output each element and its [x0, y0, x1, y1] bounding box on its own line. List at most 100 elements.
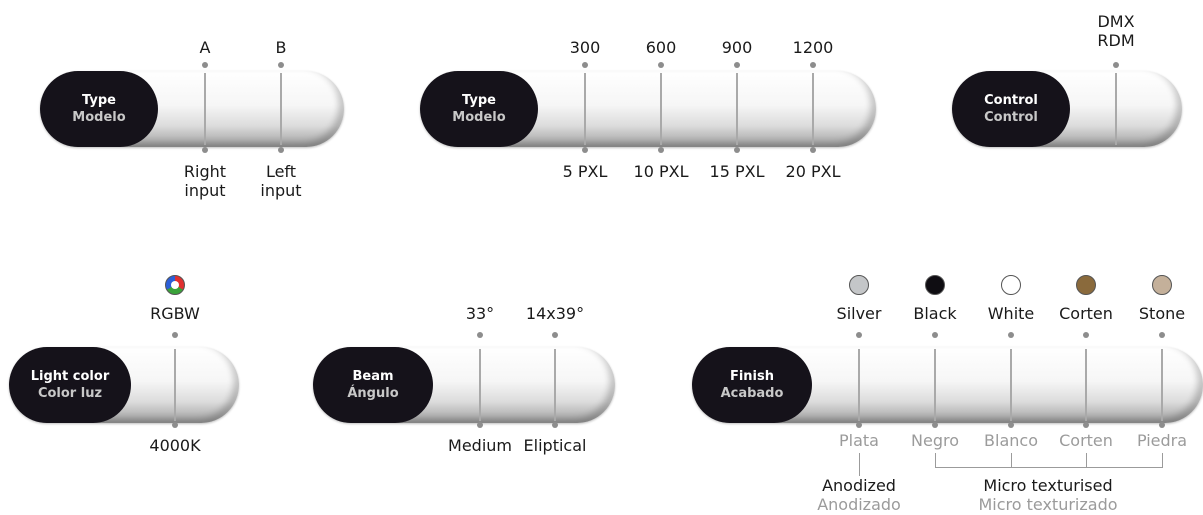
type-ab-divider	[204, 73, 206, 145]
marker-dot	[810, 62, 816, 68]
type-length-divider	[812, 73, 814, 145]
marker-dot	[582, 62, 588, 68]
marker-dot	[172, 332, 178, 338]
type-length-label-cap: Type Modelo	[420, 71, 538, 147]
black-swatch	[925, 275, 945, 295]
type-ab-label-cap: Type Modelo	[40, 71, 158, 147]
finish-divider	[934, 349, 936, 421]
marker-dot	[1008, 422, 1014, 428]
type-ab-divider	[280, 73, 282, 145]
marker-dot	[932, 332, 938, 338]
beam-subtitle: Ángulo	[347, 386, 399, 401]
micro-texturised-connector	[1011, 453, 1012, 468]
option-label-eliptical: Eliptical	[523, 436, 587, 455]
marker-dot	[1159, 332, 1165, 338]
control-subtitle: Control	[984, 110, 1038, 125]
group-label-anodizado: Anodizado	[815, 495, 903, 514]
marker-dot	[278, 147, 284, 153]
finish-divider	[1085, 349, 1087, 421]
option-label-corten-es: Corten	[1059, 431, 1113, 450]
option-label-14x39-degrees: 14x39°	[525, 304, 585, 323]
option-label-a: A	[199, 38, 211, 57]
beam-title: Beam	[352, 369, 394, 384]
option-label-dmx-rdm: DMX RDM	[1097, 12, 1135, 50]
beam-bar	[313, 347, 615, 423]
type-ab-subtitle: Modelo	[72, 110, 126, 125]
option-label-900: 900	[721, 38, 753, 57]
option-label-medium: Medium	[448, 436, 512, 455]
group-label-micro-texturizado: Micro texturizado	[978, 495, 1118, 514]
white-swatch	[1001, 275, 1021, 295]
corten-swatch	[1076, 275, 1096, 295]
control-label-cap: Control Control	[952, 71, 1070, 147]
option-label-4000k: 4000K	[149, 436, 201, 455]
light-color-label-cap: Light color Color luz	[9, 347, 131, 423]
micro-texturised-bracket	[935, 453, 1163, 468]
light-color-divider	[174, 349, 176, 421]
marker-dot	[658, 147, 664, 153]
type-length-title: Type	[462, 93, 496, 108]
marker-dot	[582, 147, 588, 153]
micro-texturised-connector	[1086, 453, 1087, 468]
option-label-plata: Plata	[839, 431, 879, 450]
type-ab-bar	[40, 71, 344, 147]
finish-divider	[1010, 349, 1012, 421]
option-label-silver: Silver	[836, 304, 882, 323]
light-color-bar	[9, 347, 239, 423]
control-title: Control	[984, 93, 1038, 108]
marker-dot	[932, 422, 938, 428]
option-label-600: 600	[645, 38, 677, 57]
marker-dot	[658, 62, 664, 68]
finish-subtitle: Acabado	[720, 386, 784, 401]
marker-dot	[1008, 332, 1014, 338]
beam-divider	[554, 349, 556, 421]
option-label-right-input: Right input	[183, 162, 227, 200]
anodized-connector	[859, 453, 860, 499]
marker-dot	[856, 332, 862, 338]
option-label-300: 300	[569, 38, 601, 57]
option-label-white: White	[987, 304, 1035, 323]
marker-dot	[552, 422, 558, 428]
option-label-corten: Corten	[1059, 304, 1113, 323]
option-label-black: Black	[913, 304, 957, 323]
option-label-left-input: Left input	[260, 162, 302, 200]
marker-dot	[1083, 332, 1089, 338]
marker-dot	[202, 62, 208, 68]
option-label-b: B	[275, 38, 287, 57]
marker-dot	[734, 62, 740, 68]
marker-dot	[278, 62, 284, 68]
option-label-rgbw: RGBW	[150, 304, 200, 323]
beam-divider	[479, 349, 481, 421]
marker-dot	[1159, 422, 1165, 428]
control-divider	[1115, 73, 1117, 145]
finish-bar	[692, 347, 1203, 423]
type-length-bar	[420, 71, 876, 147]
marker-dot	[477, 332, 483, 338]
option-label-blanco: Blanco	[984, 431, 1038, 450]
type-length-divider	[584, 73, 586, 145]
silver-swatch	[849, 275, 869, 295]
type-length-divider	[660, 73, 662, 145]
finish-label-cap: Finish Acabado	[692, 347, 812, 423]
light-color-title: Light color	[30, 369, 110, 384]
option-label-1200: 1200	[792, 38, 834, 57]
type-ab-title: Type	[82, 93, 116, 108]
beam-label-cap: Beam Ángulo	[313, 347, 433, 423]
option-label-20-pxl: 20 PXL	[785, 162, 841, 181]
finish-title: Finish	[729, 369, 775, 384]
option-label-5-pxl: 5 PXL	[562, 162, 608, 181]
finish-divider	[858, 349, 860, 421]
marker-dot	[172, 422, 178, 428]
marker-dot	[1113, 62, 1119, 68]
marker-dot	[810, 147, 816, 153]
marker-dot	[856, 422, 862, 428]
option-label-piedra: Piedra	[1136, 431, 1188, 450]
group-label-micro-texturised: Micro texturised	[983, 476, 1113, 495]
control-bar	[952, 71, 1182, 147]
option-label-negro: Negro	[911, 431, 959, 450]
marker-dot	[552, 332, 558, 338]
